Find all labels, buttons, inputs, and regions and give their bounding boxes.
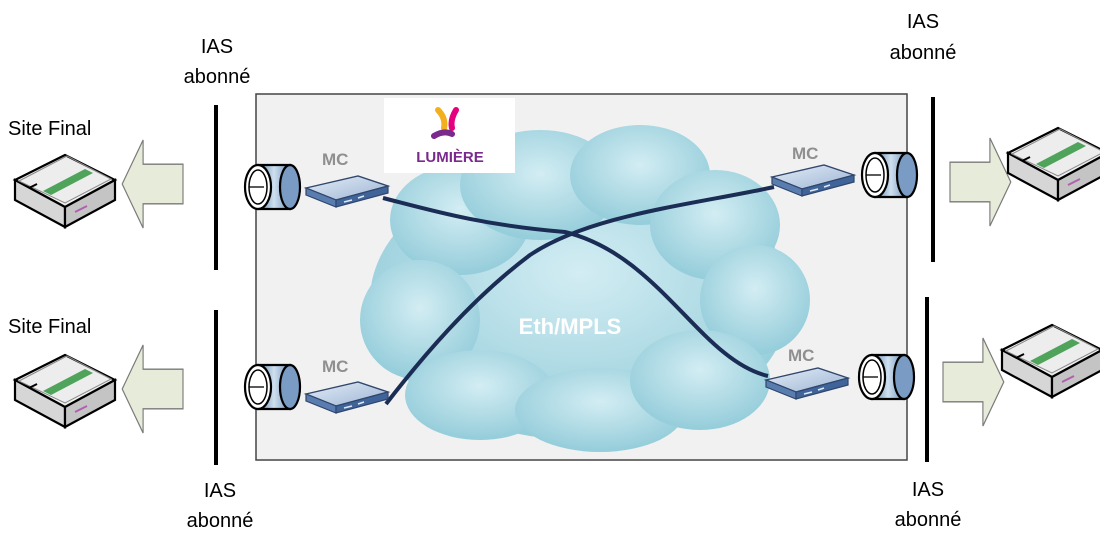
ias-label-bottom-right-line2: abonné bbox=[895, 509, 962, 531]
router-icon-bottom-left bbox=[13, 353, 117, 429]
lumiere-logo: LUMIÈRE bbox=[384, 98, 515, 173]
ias-label-top-right-line1: IAS bbox=[907, 11, 939, 33]
site-final-label-top: Site Final bbox=[8, 118, 91, 140]
router-icon-top-left bbox=[13, 153, 117, 229]
link-mc-bl-to-mc-tr bbox=[384, 185, 775, 406]
mc-label-bottom-right: MC bbox=[788, 346, 814, 365]
arrow-icon-bottom-left bbox=[121, 344, 184, 434]
ias-label-bottom-right-line1: IAS bbox=[912, 479, 944, 501]
arrow-icon-top-right bbox=[949, 137, 1012, 227]
ias-label-top-left-line1: IAS bbox=[201, 36, 233, 58]
ias-label-bottom-left-line1: IAS bbox=[204, 480, 236, 502]
logo-text: LUMIÈRE bbox=[416, 149, 484, 166]
mc-label-top-right: MC bbox=[792, 144, 818, 163]
ias-port-icon-bottom-right bbox=[857, 353, 916, 401]
ias-label-top-left-line2: abonné bbox=[184, 66, 251, 88]
arrow-icon-top-left bbox=[121, 139, 184, 229]
router-icon-top-right bbox=[1006, 126, 1100, 202]
site-final-label-bottom: Site Final bbox=[8, 316, 91, 338]
ias-port-icon-top-right bbox=[860, 151, 919, 199]
ias-label-bottom-left-line2: abonné bbox=[187, 510, 254, 532]
ias-port-icon-top-left bbox=[243, 163, 302, 211]
cloud-icon bbox=[360, 125, 810, 452]
router-icon-bottom-right bbox=[1000, 323, 1100, 399]
mc-label-bottom-left: MC bbox=[322, 357, 348, 376]
network-label: Eth/MPLS bbox=[519, 314, 622, 339]
arrow-icon-bottom-right bbox=[942, 337, 1005, 427]
ias-port-icon-bottom-left bbox=[243, 363, 302, 411]
ias-label-top-right-line2: abonné bbox=[890, 42, 957, 64]
mc-label-top-left: MC bbox=[322, 150, 348, 169]
